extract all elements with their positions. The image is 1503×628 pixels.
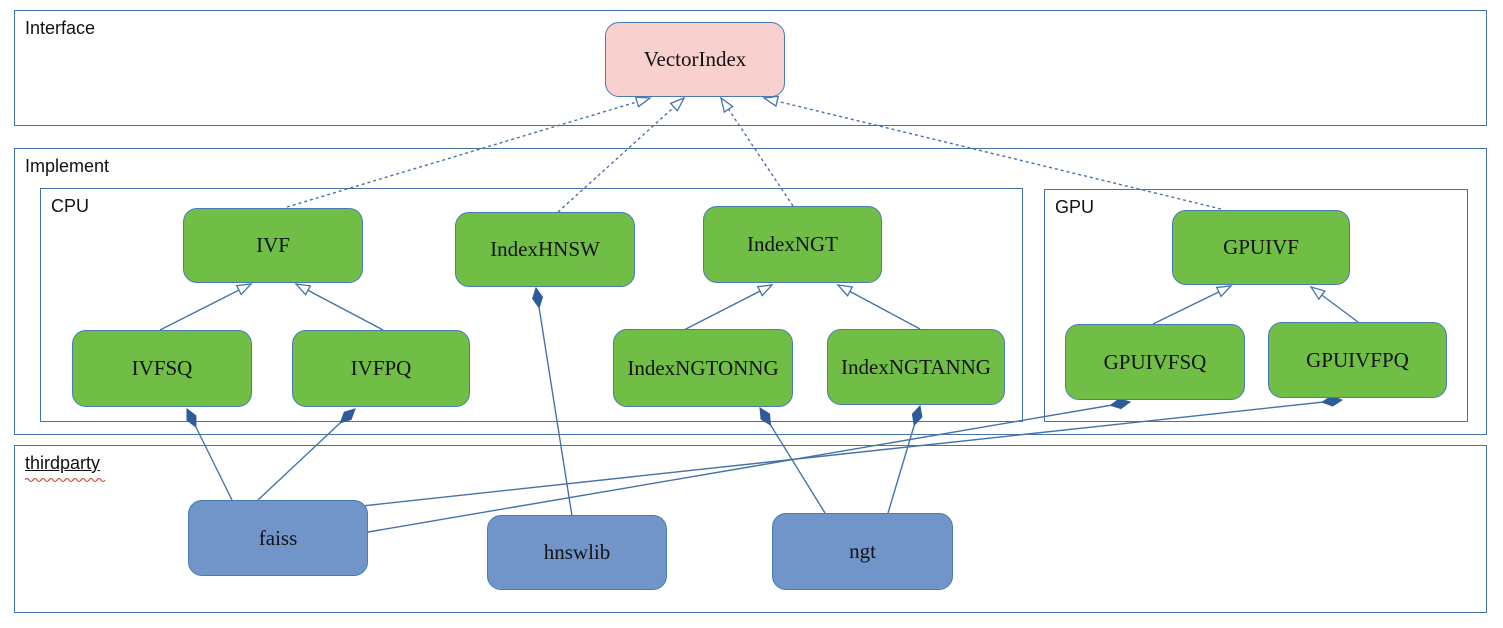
node-ivfpq[interactable]: IVFPQ (292, 330, 470, 407)
container-thirdparty-label: thirdparty (25, 453, 101, 473)
container-implement-label: Implement (25, 156, 110, 176)
node-gpuivfpq[interactable]: GPUIVFPQ (1268, 322, 1447, 398)
node-gpuivf[interactable]: GPUIVF (1172, 210, 1350, 285)
node-ivf[interactable]: IVF (183, 208, 363, 283)
node-ivfsq[interactable]: IVFSQ (72, 330, 252, 407)
container-interface-label: Interface (25, 18, 96, 38)
node-vectorindex[interactable]: VectorIndex (605, 22, 785, 97)
container-gpu-label: GPU (1055, 197, 1095, 217)
container-cpu-label: CPU (51, 196, 90, 216)
node-indexhnsw[interactable]: IndexHNSW (455, 212, 635, 287)
node-indexngtanng[interactable]: IndexNGTANNG (827, 329, 1005, 405)
spellcheck-underline-icon (25, 477, 106, 483)
node-faiss[interactable]: faiss (188, 500, 368, 576)
node-gpuivfsq[interactable]: GPUIVFSQ (1065, 324, 1245, 400)
node-indexngtonng[interactable]: IndexNGTONNG (613, 329, 793, 407)
node-indexngt[interactable]: IndexNGT (703, 206, 882, 283)
node-ngt[interactable]: ngt (772, 513, 953, 590)
node-hnswlib[interactable]: hnswlib (487, 515, 667, 590)
